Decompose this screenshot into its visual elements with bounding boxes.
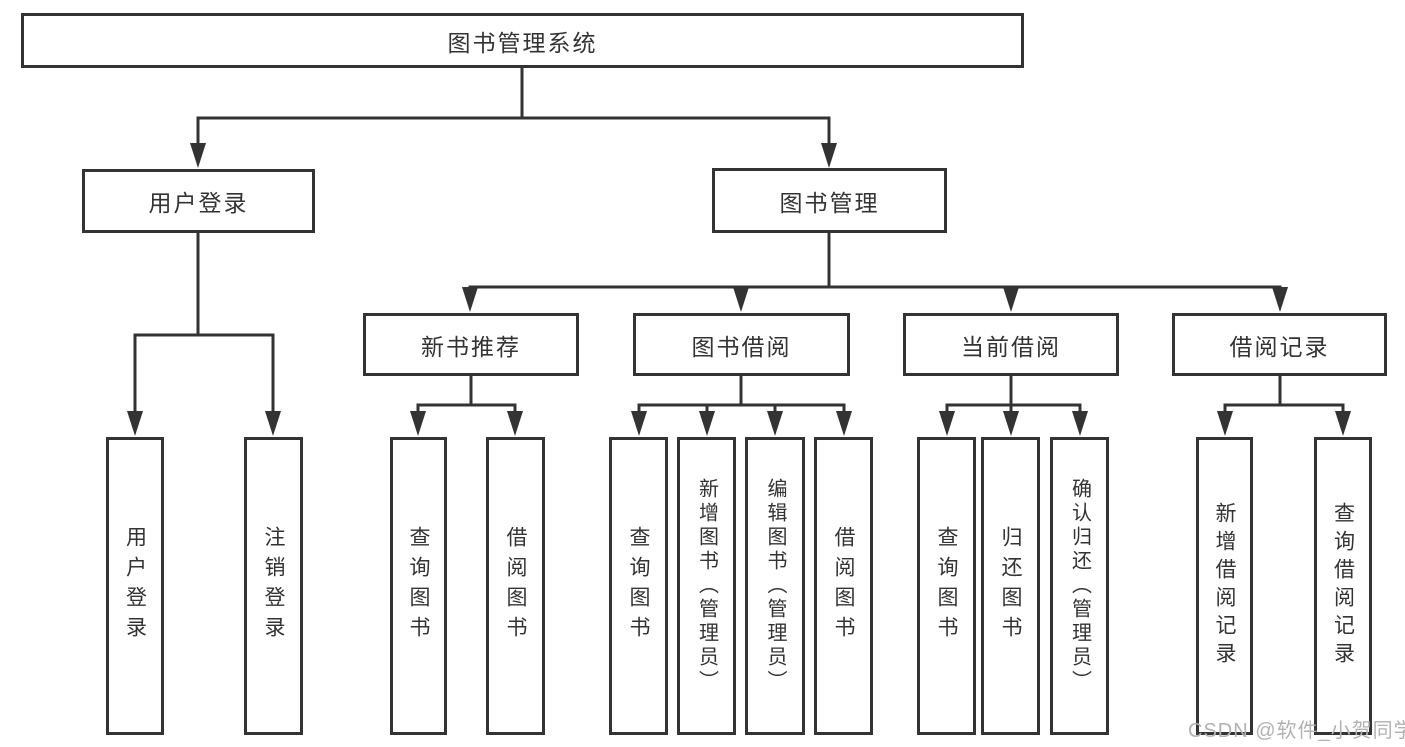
node-library-management-system: 图书管理系统	[21, 13, 1024, 68]
leaf-label: 借阅图书	[504, 526, 527, 646]
leaf-label: 查询图书	[627, 526, 650, 646]
leaf-label: 查询图书	[407, 526, 430, 646]
node-label: 图书管理系统	[447, 29, 598, 56]
node-label: 借阅记录	[1229, 333, 1330, 360]
leaf-user-login: 用户登录	[106, 437, 164, 735]
leaf-current-return-books: 归还图书	[981, 437, 1040, 735]
node-label: 用户登录	[148, 190, 249, 216]
node-book-management: 图书管理	[712, 168, 947, 233]
leaf-label: 查询图书	[935, 526, 958, 646]
leaf-label: 注销登录	[262, 526, 285, 646]
leaf-label: 用户登录	[123, 526, 147, 646]
leaf-borrowing-borrow-books: 借阅图书	[814, 437, 873, 735]
node-user-login: 用户登录	[82, 169, 315, 233]
leaf-recommend-query-books: 查询图书	[390, 437, 447, 735]
node-label: 新书推荐	[421, 333, 521, 360]
leaf-label: 新增图书（管理员）	[695, 478, 718, 694]
leaf-label: 查询借阅记录	[1331, 502, 1355, 670]
node-new-book-recommendation: 新书推荐	[363, 313, 579, 376]
leaf-borrowing-query-books: 查询图书	[609, 437, 668, 735]
leaf-label: 确认归还（管理员）	[1068, 478, 1091, 694]
node-borrowing-records: 借阅记录	[1172, 313, 1387, 376]
node-label: 当前借阅	[961, 333, 1061, 360]
leaf-recommend-borrow-books: 借阅图书	[486, 437, 545, 735]
leaf-label: 编辑图书（管理员）	[764, 478, 786, 694]
leaf-current-confirm-return-admin: 确认归还（管理员）	[1050, 437, 1109, 735]
leaf-label: 新增借阅记录	[1213, 502, 1236, 670]
leaf-borrowing-add-book-admin: 新增图书（管理员）	[677, 437, 736, 735]
leaf-records-query-borrow-record: 查询借阅记录	[1314, 437, 1372, 735]
node-book-borrowing: 图书借阅	[633, 313, 850, 376]
csdn-watermark: CSDN @软件_小贺同学	[1188, 720, 1405, 742]
leaf-borrowing-edit-book-admin: 编辑图书（管理员）	[745, 437, 805, 735]
node-current-borrowing: 当前借阅	[903, 313, 1119, 376]
leaf-label: 借阅图书	[832, 526, 855, 646]
node-label: 图书管理	[779, 189, 880, 216]
node-label: 图书借阅	[691, 333, 792, 360]
leaf-logout: 注销登录	[244, 437, 303, 735]
leaf-current-query-books: 查询图书	[917, 437, 976, 735]
leaf-records-add-borrow-record: 新增借阅记录	[1196, 437, 1253, 735]
leaf-label: 归还图书	[999, 526, 1022, 646]
